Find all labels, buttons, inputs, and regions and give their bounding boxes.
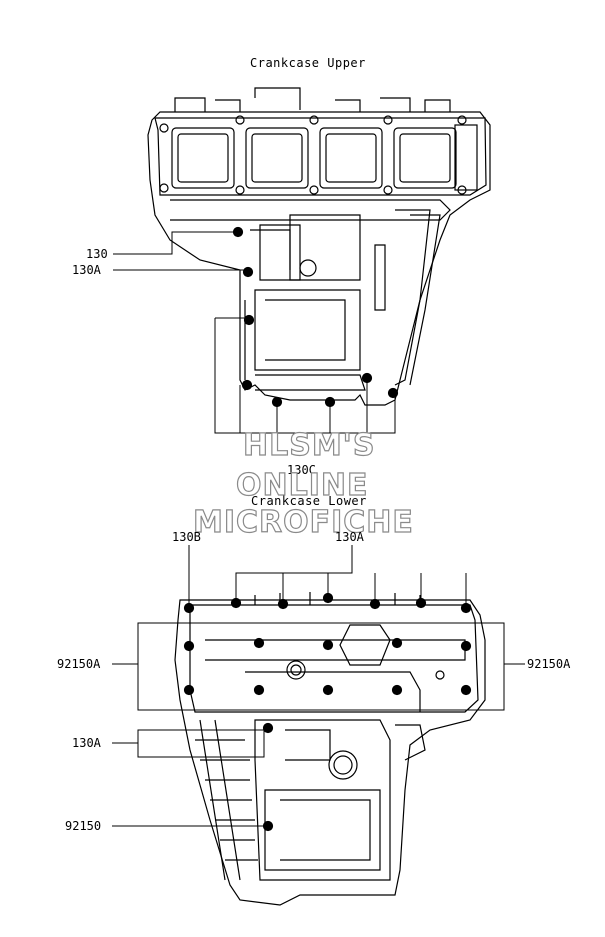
crankcase-lower-drawing xyxy=(174,592,486,906)
crankcase-upper-leaders xyxy=(113,231,396,434)
crankcase-lower-title: Crankcase Lower xyxy=(251,494,367,508)
watermark-line-3: MICROFICHE xyxy=(192,504,414,540)
label-130a-lower-left: 130A xyxy=(72,736,101,750)
crankcase-lower-bolts xyxy=(183,592,472,832)
watermark-line-1: HLSM'S xyxy=(242,427,376,463)
label-130a-upper: 130A xyxy=(72,263,101,277)
label-92150a-lower-right: 92150A xyxy=(527,657,571,671)
crankcase-upper-bolts xyxy=(232,226,399,408)
label-130b-lower: 130B xyxy=(172,530,201,544)
crankcase-upper-drawing xyxy=(147,87,491,406)
crankcase-lower-leaders xyxy=(112,545,525,827)
label-92150a-lower-left: 92150A xyxy=(57,657,101,671)
label-92150-lower: 92150 xyxy=(65,819,102,833)
label-130c-upper: 130C xyxy=(287,463,316,477)
label-130-upper: 130 xyxy=(86,247,108,261)
watermark-line-2: ONLINE xyxy=(235,467,369,503)
crankcase-upper-title: Crankcase Upper xyxy=(250,56,366,70)
label-130a-lower-top: 130A xyxy=(335,530,364,544)
